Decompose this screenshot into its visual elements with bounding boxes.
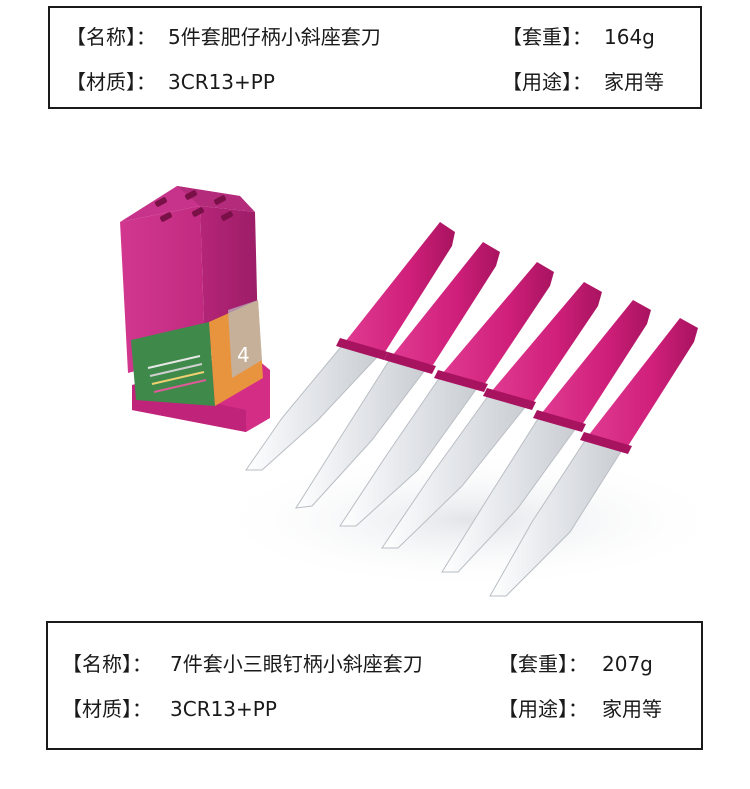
product-photo: 4 [120,186,730,597]
sleeve-print [147,355,207,393]
knife [339,262,554,527]
knife [381,282,602,549]
spec-box-top: 【名称】： 5件套肥仔柄小斜座套刀 【套重】： 164g 【材质】： 3CR13… [48,6,702,109]
spec-row-material: 【材质】： 3CR13+PP 【用途】： 家用等 [48,694,701,724]
weight-label: 【套重】： [502,25,592,49]
material-label: 【材质】： [66,70,156,94]
name-label: 【名称】： [62,652,152,676]
usage-value: 家用等 [602,697,662,721]
material-value: 3CR13+PP [170,697,277,721]
spec-box-bottom: 【名称】： 7件套小三眼钉柄小斜座套刀 【套重】： 207g 【材质】： 3CR… [46,621,703,750]
knife [295,242,500,509]
spec-row-name: 【名称】： 7件套小三眼钉柄小斜座套刀 【套重】： 207g [48,649,701,679]
sleeve-logo: 4 [237,343,250,367]
knife [441,300,651,573]
material-value: 3CR13+PP [168,70,275,94]
usage-label: 【用途】： [498,697,588,721]
usage-value: 家用等 [604,70,664,94]
spec-row-name: 【名称】： 5件套肥仔柄小斜座套刀 【套重】： 164g [50,22,700,52]
usage-label: 【用途】： [502,70,592,94]
knife [489,318,698,597]
name-label: 【名称】： [66,25,156,49]
material-label: 【材质】： [62,697,152,721]
block-slots [154,190,234,222]
weight-value: 164g [604,25,655,49]
knife-set [245,222,698,597]
spec-row-material: 【材质】： 3CR13+PP 【用途】： 家用等 [50,67,700,97]
name-value: 7件套小三眼钉柄小斜座套刀 [170,652,423,676]
weight-value: 207g [602,652,653,676]
weight-label: 【套重】： [498,652,588,676]
knife-block: 4 [120,186,270,432]
knife [245,222,455,471]
name-value: 5件套肥仔柄小斜座套刀 [168,25,381,49]
